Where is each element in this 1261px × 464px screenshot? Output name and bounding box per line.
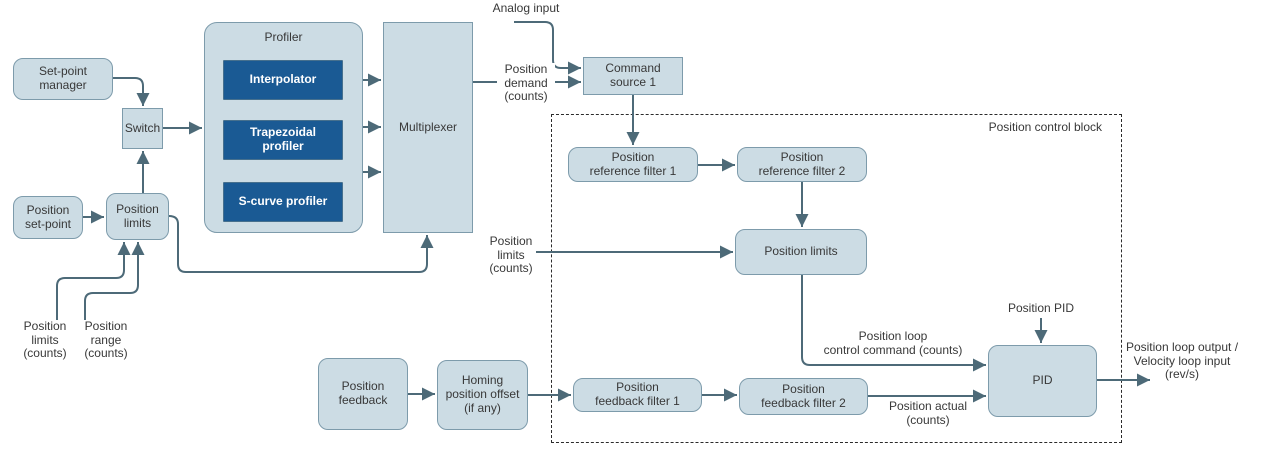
node-s-curve-profiler: S-curve profiler [223,182,343,222]
profiler-label: Profiler [264,30,303,44]
node-position-set-point: Position set-point [13,196,83,239]
position-control-block-container [551,114,1122,443]
node-interpolator: Interpolator [223,60,343,100]
position-actual-label: Position actual (counts) [888,399,968,427]
node-position-feedback-filter-2: Position feedback filter 2 [739,378,868,415]
node-position-reference-filter-2: Position reference filter 2 [737,147,867,182]
analog-input-label: Analog input [492,1,560,15]
position-demand-label: Position demand (counts) [497,62,555,104]
node-position-limits: Position limits [735,229,867,275]
position-pid-label: Position PID [1007,301,1075,315]
node-switch: Switch [122,108,163,149]
position-loop-control-command-label: Position loop control command (counts) [823,329,963,357]
position-range-counts-label: Position range (counts) [84,319,128,361]
node-pid: PID [988,345,1097,417]
position-limits-counts-2-label: Position limits (counts) [489,234,533,276]
node-position-feedback-filter-1: Position feedback filter 1 [573,378,702,412]
connector-position-range-counts-input [84,242,145,320]
connector-position-limits-counts-input [56,242,131,320]
position-loop-output-label: Position loop output / Velocity loop inp… [1125,340,1239,382]
node-set-point-manager: Set-point manager [13,58,113,100]
node-command-source-1: Command source 1 [583,57,683,95]
node-position-limits-input: Position limits [106,193,169,240]
node-trapezoidal-profiler: Trapezoidal profiler [223,120,343,160]
node-position-feedback: Position feedback [318,358,408,430]
position-control-block-label: Position control block [988,120,1102,134]
position-limits-counts-label: Position limits (counts) [23,319,67,361]
node-homing-position-offset: Homing position offset (if any) [437,360,528,430]
node-multiplexer: Multiplexer [383,22,473,233]
connector-setpoint-manager-to-switch [113,77,150,106]
node-position-reference-filter-1: Position reference filter 1 [568,147,698,182]
